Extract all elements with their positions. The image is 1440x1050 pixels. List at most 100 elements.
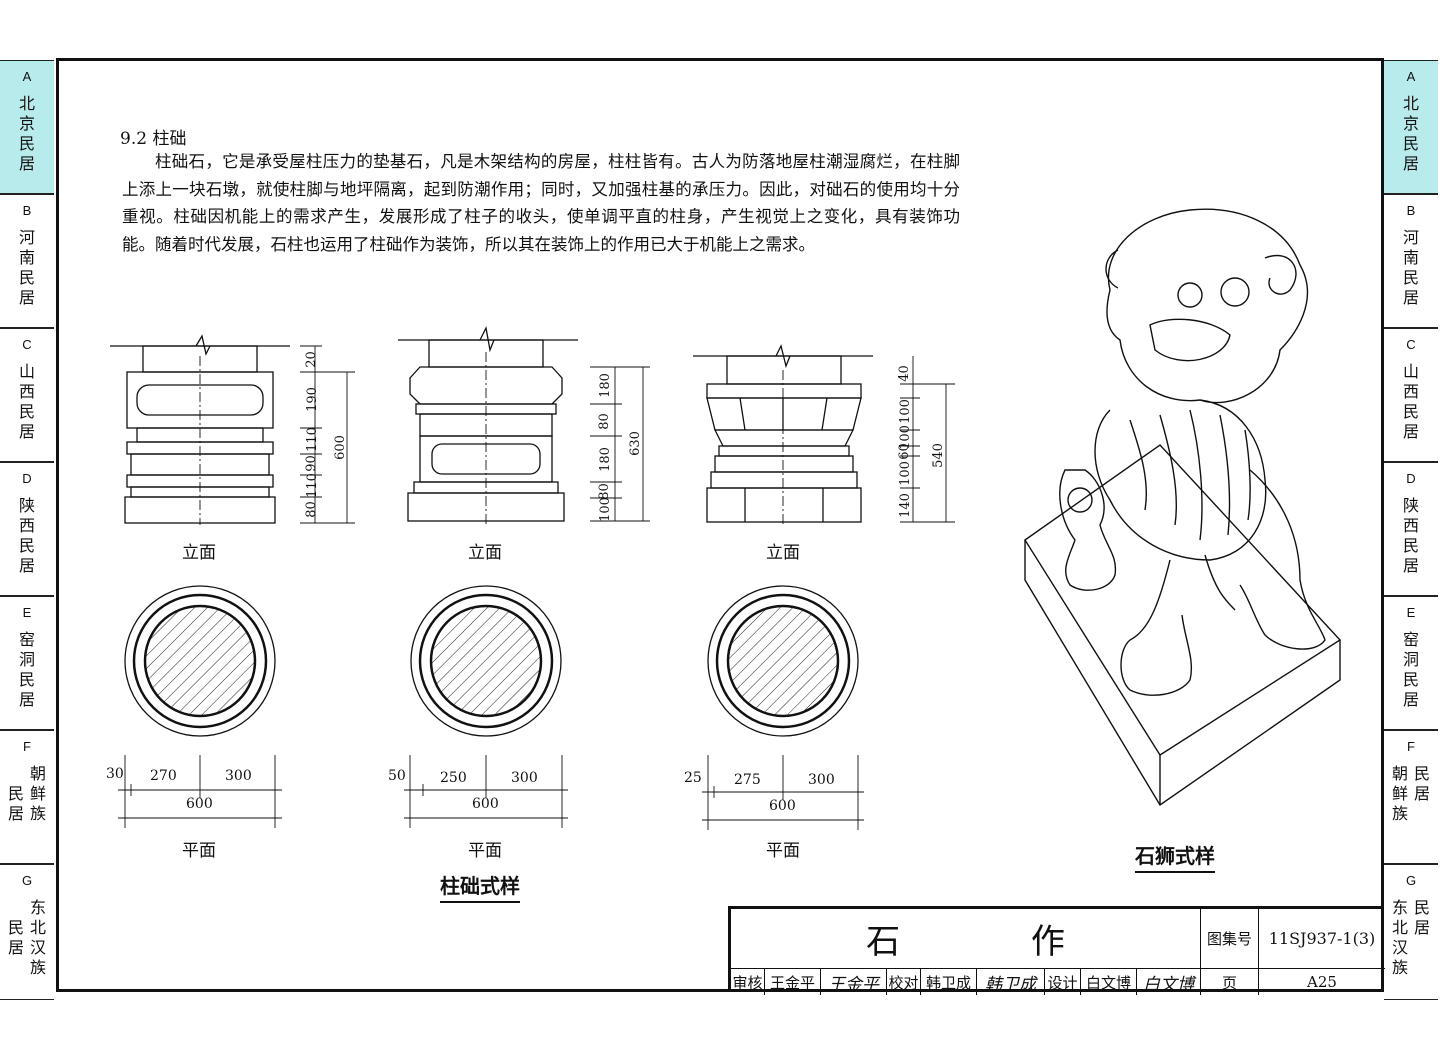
checker-signature: 韩卫成	[977, 969, 1045, 995]
plan-dim-label: 275	[734, 772, 761, 788]
dim-label: 140	[897, 493, 913, 518]
tab-letter: G	[21, 873, 33, 888]
dim-label: 110	[304, 427, 320, 452]
tab-letter: E	[1406, 605, 1416, 620]
elevation-label: 立面	[766, 543, 800, 563]
sidebar-tab-g[interactable]: G 民居 东北汉族	[0, 864, 54, 1000]
dim-label: 40	[896, 365, 912, 382]
tab-label-col2: 东北汉族	[29, 898, 46, 977]
sidebar-tab-f[interactable]: F 民居 朝鲜族	[0, 730, 54, 864]
tab-letter: A	[1406, 69, 1416, 84]
tab-label: 窑洞民居	[18, 630, 35, 709]
check-label: 校对	[887, 969, 921, 995]
tab-letter: G	[1405, 873, 1417, 888]
tab-label: 窑洞民居	[1402, 630, 1419, 709]
reviewer-name: 王金平	[765, 969, 821, 995]
drawing-frame	[56, 58, 1384, 992]
dim-label: 90	[303, 455, 319, 472]
lion-caption: 石狮式样	[1135, 840, 1215, 873]
plinth-caption: 柱础式样	[440, 870, 520, 903]
elevation-label: 立面	[182, 543, 216, 563]
tab-label-col2: 东北汉族	[1391, 898, 1408, 977]
dim-label: 100	[897, 399, 913, 424]
tab-label: 山西民居	[1402, 362, 1419, 441]
tab-letter: C	[22, 337, 32, 352]
plan-dim-label: 300	[225, 768, 252, 784]
dim-total-label: 600	[332, 435, 348, 460]
base-1-plan	[118, 585, 282, 828]
reviewer-signature: 王金平	[821, 969, 887, 995]
sidebar-tab-e[interactable]: E 窑洞民居	[1384, 596, 1438, 730]
sidebar-tab-f[interactable]: F 朝鲜族 民居	[1384, 730, 1438, 864]
title-block: 石 作 图集号 11SJ937-1(3) 审核 王金平 王金平 校对 韩卫成 韩…	[728, 906, 1385, 995]
tab-letter: F	[1407, 739, 1415, 754]
plan-dim-label: 270	[150, 768, 177, 784]
tab-label-col1: 民居	[1413, 898, 1430, 937]
dim-label: 100	[897, 461, 913, 486]
plan-total-label: 600	[472, 796, 499, 812]
sidebar-tab-a[interactable]: A 北京民居	[0, 60, 54, 194]
sidebar-tab-b[interactable]: B 河南民居	[1384, 194, 1438, 328]
plan-offset-label: 50	[388, 768, 406, 784]
section-heading: 9.2 柱础	[120, 129, 187, 149]
drawing-title: 石 作	[731, 909, 1201, 969]
base-2-elevation	[398, 325, 650, 524]
sidebar-tab-a[interactable]: A 北京民居	[1384, 60, 1438, 194]
base-3-elevation	[693, 344, 955, 525]
dim-label: 180	[597, 373, 613, 398]
tab-label: 北京民居	[1402, 94, 1419, 173]
designer-signature: 白文博	[1137, 969, 1201, 995]
plan-dim-label: 300	[511, 770, 538, 786]
tab-letter: F	[23, 739, 31, 754]
atlas-number: 11SJ937-1(3)	[1259, 909, 1385, 969]
right-index-sidebar: A 北京民居 B 河南民居 C 山西民居 D 陕西民居 E 窑洞民居 F 朝鲜族…	[1384, 60, 1440, 1000]
plan-offset-label: 25	[684, 770, 702, 786]
tab-label-col1: 民居	[7, 784, 24, 823]
sidebar-tab-d[interactable]: D 陕西民居	[1384, 462, 1438, 596]
left-index-sidebar: A 北京民居 B 河南民居 C 山西民居 D 陕西民居 E 窑洞民居 F 民居 …	[0, 60, 56, 1000]
plan-total-label: 600	[186, 796, 213, 812]
atlas-number-label: 图集号	[1201, 909, 1259, 969]
tab-label-col2: 朝鲜族	[1391, 764, 1408, 823]
dim-label: 180	[597, 447, 613, 472]
tab-label-col1: 民居	[7, 918, 24, 957]
page-number: A25	[1307, 973, 1337, 991]
plan-label: 平面	[182, 841, 216, 861]
sidebar-tab-g[interactable]: G 东北汉族 民居	[1384, 864, 1438, 1000]
sidebar-tab-b[interactable]: B 河南民居	[0, 194, 54, 328]
tab-letter: B	[22, 203, 32, 218]
section-body: 柱础石，它是承受屋柱压力的垫基石，凡是木架结构的房屋，柱柱皆有。古人为防落地屋柱…	[122, 152, 960, 254]
tab-label: 河南民居	[1402, 228, 1419, 307]
dim-label: 80	[596, 413, 612, 430]
plan-total-label: 600	[769, 798, 796, 814]
tab-label: 陕西民居	[1402, 496, 1419, 575]
page-label: 页	[1201, 969, 1259, 995]
tab-letter: E	[22, 605, 32, 620]
tab-label: 山西民居	[18, 362, 35, 441]
dim-label: 100	[597, 497, 613, 522]
elevation-label: 立面	[468, 543, 502, 563]
base-2-plan	[404, 585, 568, 828]
sidebar-tab-d[interactable]: D 陕西民居	[0, 462, 54, 596]
designer-name: 白文博	[1081, 969, 1137, 995]
base-1-elevation	[110, 334, 355, 525]
sidebar-tab-c[interactable]: C 山西民居	[0, 328, 54, 462]
plan-dim-label: 300	[808, 772, 835, 788]
dim-total-label: 540	[930, 443, 946, 468]
sidebar-tab-e[interactable]: E 窑洞民居	[0, 596, 54, 730]
plan-dim-label: 250	[440, 770, 467, 786]
sidebar-tab-c[interactable]: C 山西民居	[1384, 328, 1438, 462]
tab-letter: D	[22, 471, 32, 486]
tab-label: 陕西民居	[18, 496, 35, 575]
dim-label: 80	[303, 501, 319, 518]
checker-name: 韩卫成	[921, 969, 977, 995]
dim-label: 60	[896, 443, 912, 460]
plan-label: 平面	[468, 841, 502, 861]
tab-letter: C	[1406, 337, 1416, 352]
dim-total-label: 630	[627, 431, 643, 456]
base-3-plan	[702, 585, 864, 830]
plan-offset-label: 30	[106, 766, 124, 782]
tab-letter: A	[22, 69, 32, 84]
tab-letter: D	[1406, 471, 1416, 486]
